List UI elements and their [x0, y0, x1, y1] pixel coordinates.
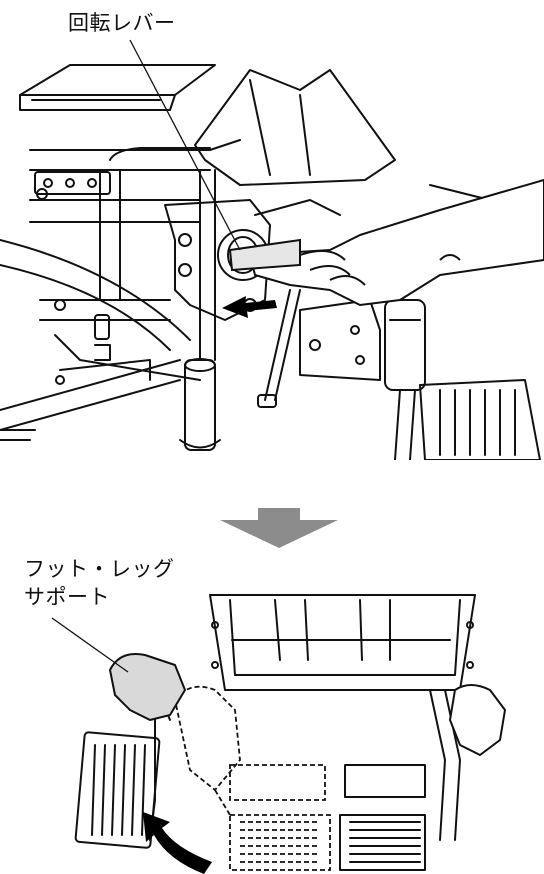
right-footplate [344, 764, 426, 798]
footrest-label-line1: フット・レッグ [24, 557, 175, 581]
seat-panel [19, 64, 216, 96]
footplate-top [419, 379, 541, 460]
hand-top [249, 179, 544, 306]
swing-arrow [143, 812, 212, 874]
side-frame-tube [29, 139, 241, 151]
lever-housing [164, 199, 271, 321]
right-footplate-lower [339, 814, 426, 871]
rotation-lever-label: 回転レバー [68, 11, 176, 35]
left-hand [109, 653, 186, 721]
back-cloth [194, 69, 396, 186]
leg-clamp [384, 299, 426, 391]
top-illustration [0, 39, 544, 460]
footrest-leader-line [51, 617, 129, 673]
lever-rod [228, 238, 301, 272]
turn-direction-arrow [222, 296, 277, 318]
lever-leader-line [129, 39, 241, 251]
frame-bracket [34, 171, 111, 195]
left-footplate-swung [74, 731, 161, 849]
footrest-label-line2: サポート [24, 585, 110, 609]
right-hand [449, 684, 506, 756]
